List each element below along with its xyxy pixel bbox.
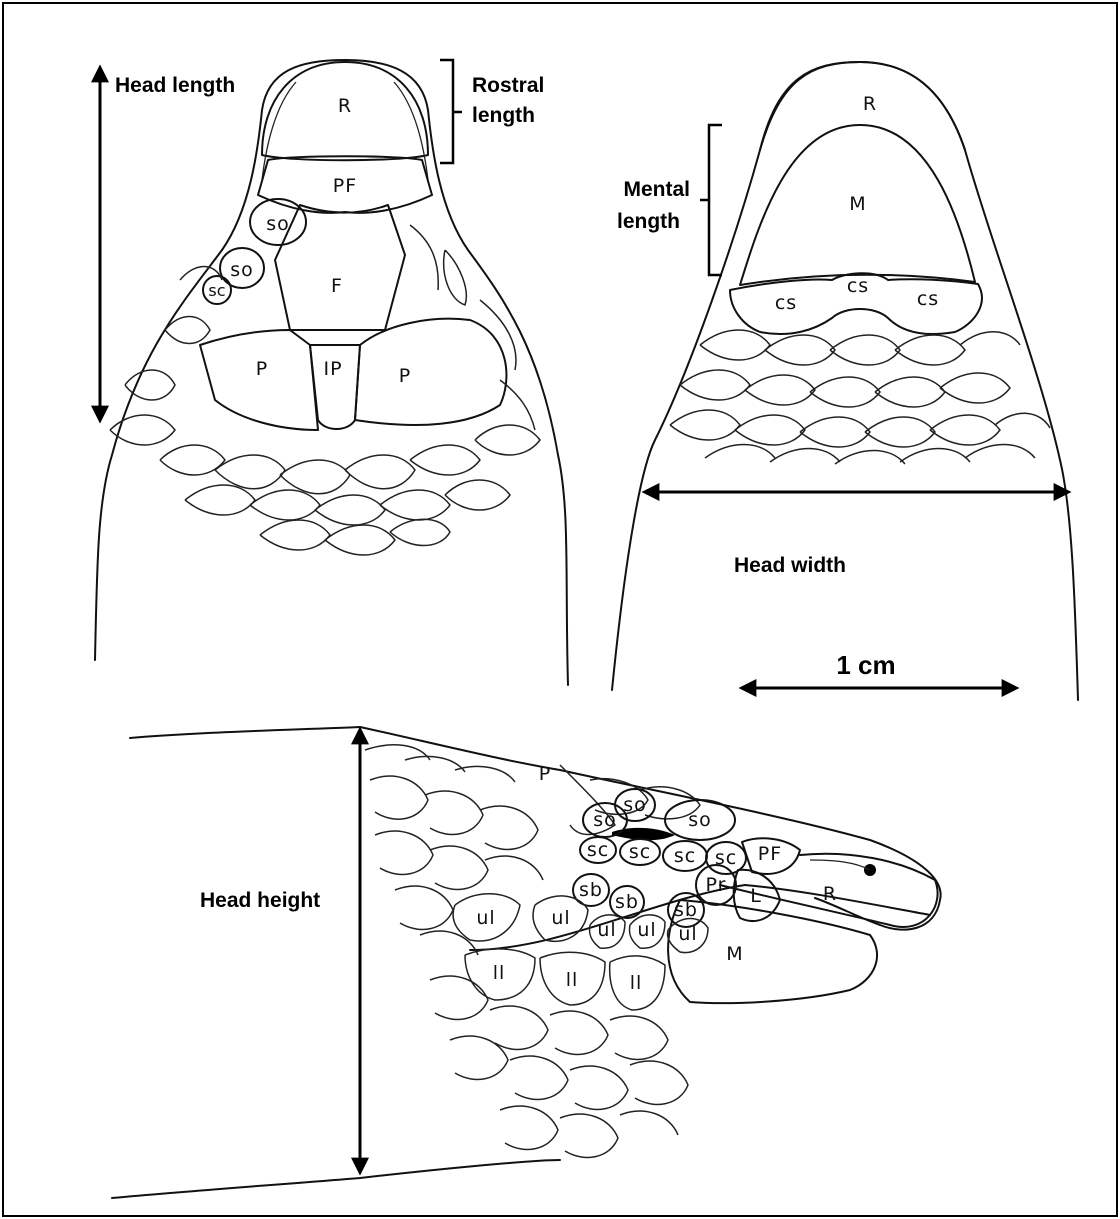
lateral-nostril-line <box>810 860 870 870</box>
label-lateral-prefrontal: PF <box>758 843 782 865</box>
label-lateral-ll-1: ll <box>493 962 506 984</box>
label-interparietal: IP <box>323 358 342 380</box>
ventral-head-outline <box>612 62 1078 700</box>
head-width-label: Head width <box>734 554 846 577</box>
label-supraocular-1: so <box>266 213 290 235</box>
label-lateral-ul-1: ul <box>476 907 495 929</box>
parietal-right-outline <box>355 319 506 425</box>
label-lateral-sc-4: sc <box>715 847 737 869</box>
dorsal-view: R PF so so sc F P IP P <box>95 60 568 685</box>
head-length-label: Head length <box>115 74 235 97</box>
label-lateral-so-1: so <box>593 809 617 831</box>
label-lateral-ul-3: ul <box>597 919 616 941</box>
label-lateral-mental: M <box>726 943 743 965</box>
label-lateral-sb-1: sb <box>579 879 603 901</box>
label-lateral-so-2: so <box>623 794 647 816</box>
lateral-ventral-outline <box>112 1160 560 1198</box>
rostral-length-label-2: length <box>472 104 535 127</box>
label-frontal: F <box>331 275 343 297</box>
label-lateral-sb-3: sb <box>674 899 698 921</box>
label-mental-ventral: M <box>849 193 866 215</box>
label-lateral-parietal: P <box>539 763 551 785</box>
head-height-label: Head height <box>200 889 320 912</box>
label-lateral-so-3: so <box>688 809 712 831</box>
ventral-body-scales <box>670 330 1050 464</box>
label-lateral-preocular: Pr <box>706 874 727 896</box>
label-lateral-loreal: L <box>750 885 762 907</box>
label-supraocular-2: so <box>230 259 254 281</box>
label-lateral-sc-2: sc <box>629 841 651 863</box>
mental-length-measure: Mental length <box>617 125 722 275</box>
head-width-measure: Head width <box>645 492 1068 577</box>
head-length-measure: Head length <box>100 68 235 420</box>
scale-bar: 1 cm <box>742 650 1016 688</box>
label-lateral-sc-1: sc <box>587 839 609 861</box>
label-lateral-ll-2: ll <box>566 969 579 991</box>
label-lateral-ul-4: ul <box>637 919 656 941</box>
label-parietal-left: P <box>256 358 268 380</box>
label-rostral-dorsal: R <box>338 95 352 117</box>
rostral-length-bracket <box>440 60 462 163</box>
scale-bar-label: 1 cm <box>836 650 895 680</box>
label-lateral-ul-5: ul <box>678 923 697 945</box>
mental-length-label-1: Mental <box>623 178 690 201</box>
lateral-view: P so so so sc sc sc sc PF sb sb sb Pr L … <box>112 727 941 1198</box>
label-lateral-sc-3: sc <box>674 845 696 867</box>
frontal-outline <box>275 205 405 330</box>
label-chin-shield-left: cs <box>775 292 797 314</box>
figure-border <box>3 3 1117 1216</box>
mental-length-label-2: length <box>617 210 680 233</box>
label-lateral-sb-2: sb <box>615 891 639 913</box>
dorsal-body-scales <box>110 225 540 555</box>
mental-length-bracket <box>700 125 722 275</box>
label-rostral-ventral: R <box>863 93 877 115</box>
head-height-measure: Head height <box>200 730 360 1172</box>
label-parietal-right: P <box>399 365 411 387</box>
ventral-view: R M cs cs cs <box>612 62 1078 700</box>
label-chin-shield-mid: cs <box>847 275 869 297</box>
label-supraciliary: sc <box>208 281 225 300</box>
label-lateral-ul-2: ul <box>551 907 570 929</box>
rostral-length-measure: Rostral length <box>440 60 544 163</box>
label-lateral-rostral: R <box>823 883 837 905</box>
rostral-length-label-1: Rostral <box>472 74 544 97</box>
label-lateral-ll-3: ll <box>630 972 643 994</box>
label-prefrontal-dorsal: PF <box>333 175 357 197</box>
label-chin-shield-right: cs <box>917 288 939 310</box>
parietal-left-outline <box>200 330 318 430</box>
